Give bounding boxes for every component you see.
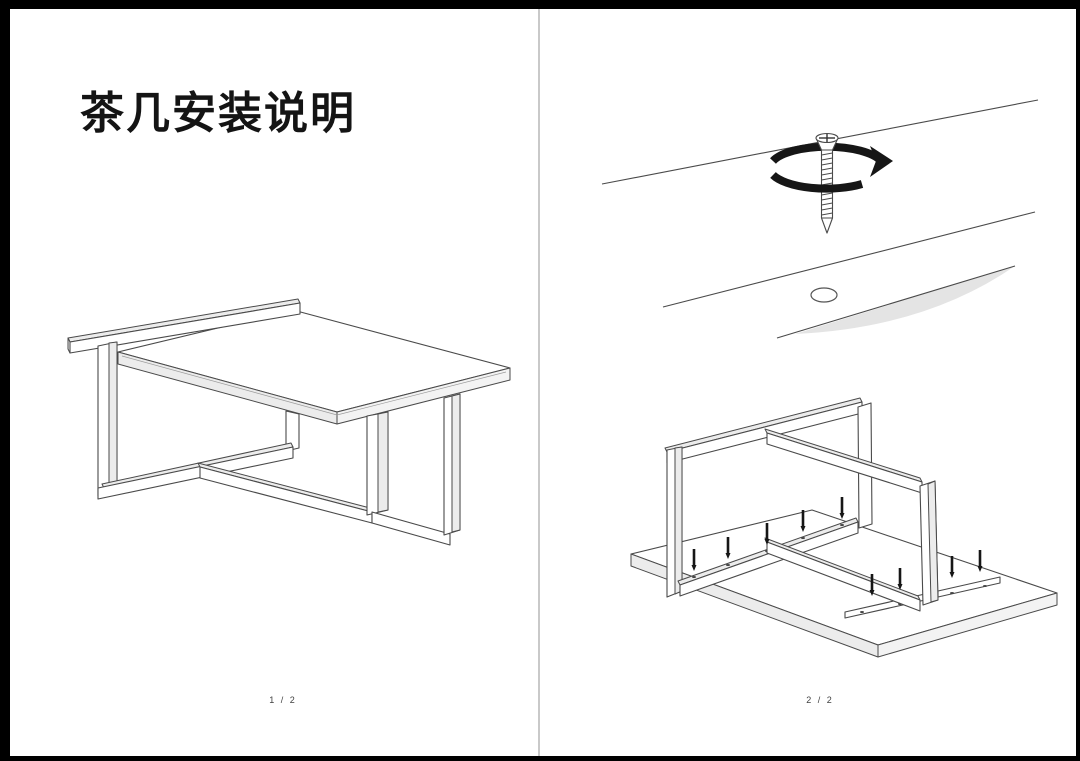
screws-plates — [870, 550, 982, 590]
screws-left-rail — [692, 497, 844, 565]
panel-edge-line-3 — [776, 265, 1016, 339]
screw-tips-plates — [869, 566, 983, 596]
screw-rotation-illustration — [601, 99, 1039, 339]
screw-tips-left — [691, 513, 845, 571]
page-title: 茶几安装说明 — [80, 89, 356, 138]
page-divider — [538, 9, 540, 756]
rotation-arrowhead-icon — [870, 146, 893, 177]
cross-rail — [197, 462, 373, 524]
pilot-hole-icon — [810, 287, 838, 303]
assembled-table-illustration — [67, 298, 511, 546]
page-number-right: 2 / 2 — [806, 695, 834, 705]
left-leg-frame-inverted — [664, 397, 873, 598]
panel-edge-line-2 — [662, 211, 1036, 308]
manual-paper: 茶几安装说明 — [10, 9, 1076, 756]
tabletop — [117, 309, 511, 425]
left-leg-frame — [67, 298, 301, 500]
page-number-left: 1 / 2 — [269, 695, 297, 705]
right-leg-frame-inverted — [764, 428, 939, 612]
right-leg-frame — [366, 393, 461, 546]
inverted-assembly-illustration — [630, 397, 1058, 658]
